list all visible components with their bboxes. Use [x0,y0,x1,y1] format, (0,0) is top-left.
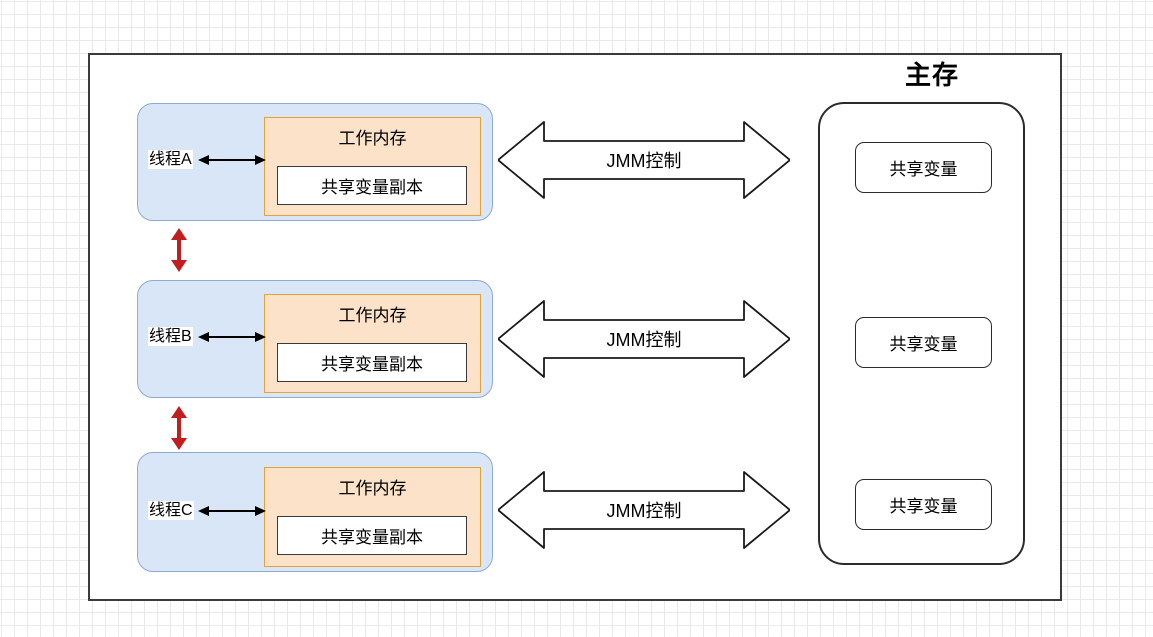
thread-label-b: 线程B [148,327,193,346]
working-memory-title: 工作内存 [338,306,407,325]
thread-block-a[interactable]: 线程A 工作内存 共享变量副本 [137,103,493,221]
working-memory-a: 工作内存 共享变量副本 [264,117,481,216]
main-memory-title: 主存 [904,60,959,90]
shared-variable-3: 共享变量 [855,479,992,530]
shared-variable-copy-a: 共享变量副本 [277,166,467,205]
jmm-control-arrow-c: JMM控制 [498,468,790,552]
thread-bc-link-arrow [167,406,191,450]
working-memory-title: 工作内存 [338,479,407,498]
thread-to-working-memory-arrow [198,329,266,345]
thread-to-working-memory-arrow [198,503,266,519]
jmm-control-arrow-a: JMM控制 [498,118,790,202]
thread-ab-link-arrow [167,228,191,272]
thread-label-a: 线程A [148,150,193,169]
jmm-control-arrow-b: JMM控制 [498,297,790,381]
shared-variable-2: 共享变量 [855,317,992,368]
thread-block-b[interactable]: 线程B 工作内存 共享变量副本 [137,280,493,398]
working-memory-title: 工作内存 [338,129,407,148]
working-memory-b: 工作内存 共享变量副本 [264,294,481,393]
thread-to-working-memory-arrow [198,152,266,168]
thread-label-c: 线程C [148,501,194,520]
shared-variable-copy-b: 共享变量副本 [277,343,467,382]
shared-variable-1: 共享变量 [855,142,992,193]
thread-block-c[interactable]: 线程C 工作内存 共享变量副本 [137,452,493,572]
working-memory-c: 工作内存 共享变量副本 [264,467,481,567]
main-memory-box: 共享变量 共享变量 共享变量 [818,102,1025,565]
shared-variable-copy-c: 共享变量副本 [277,516,467,555]
